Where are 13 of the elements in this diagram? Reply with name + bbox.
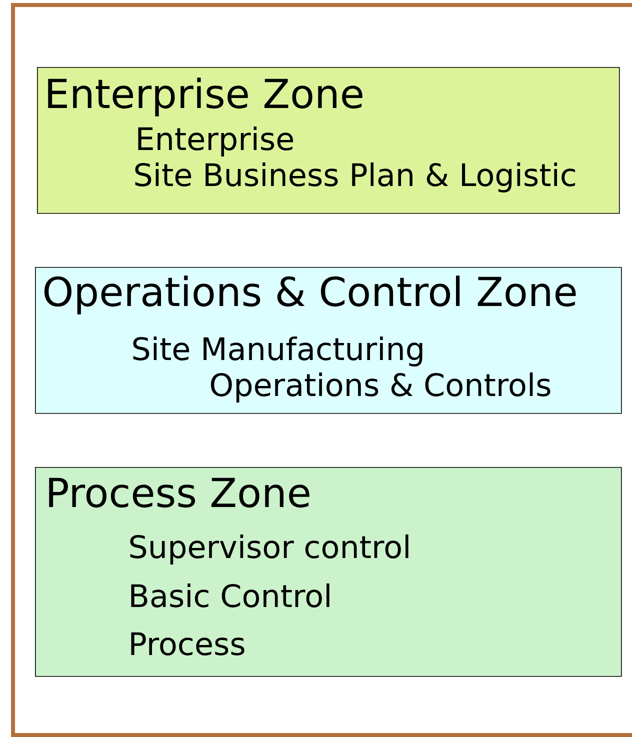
zone-item: Site Business Plan & Logistic — [135, 162, 576, 192]
zone-item: Supervisor control — [130, 534, 408, 564]
zone-title: Process Zone — [49, 478, 310, 508]
zone-box — [37, 67, 620, 214]
zone-box — [35, 267, 622, 414]
zone-item: Enterprise — [138, 126, 294, 156]
zone-box — [35, 467, 622, 677]
zone-item: Basic Control — [131, 583, 330, 608]
zone-title: Operations & Control Zone — [44, 276, 576, 314]
zone-item: Operations & Controls — [210, 372, 550, 402]
zone-title: Enterprise Zone — [48, 78, 362, 116]
zone-item: Site Manufacturing — [133, 336, 422, 366]
zone-item: Process — [131, 632, 244, 656]
